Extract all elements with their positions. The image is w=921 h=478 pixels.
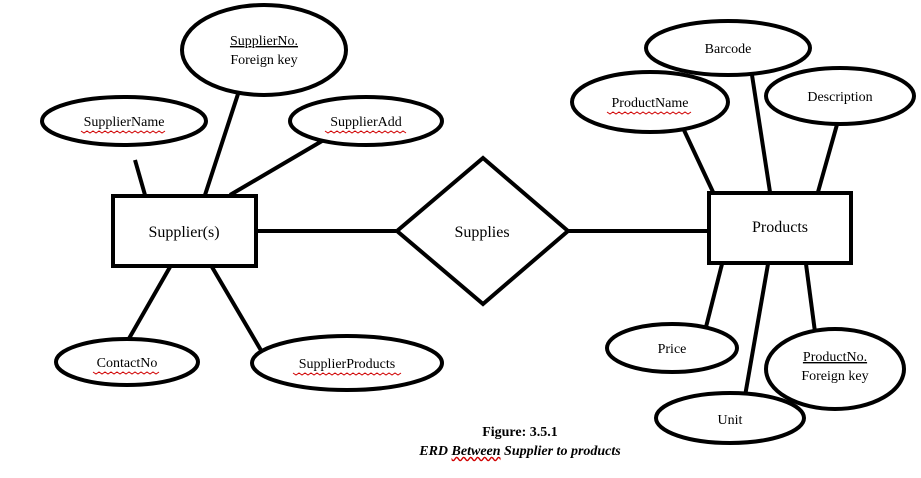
edge-products-barcode xyxy=(750,74,772,193)
edge-products-unit xyxy=(743,263,770,397)
edge-supplier-contactno xyxy=(125,266,172,343)
attr-product-name-label: ProductName xyxy=(612,96,689,111)
attr-supplier-products-label: SupplierProducts xyxy=(299,357,395,372)
attr-product-no-ellipse xyxy=(764,327,906,411)
entity-supplier-label: Supplier(s) xyxy=(148,224,219,241)
attr-barcode-ellipse xyxy=(644,19,812,77)
attr-supplier-name-label: SupplierName xyxy=(84,115,165,130)
attr-supplier-add-label: SupplierAdd xyxy=(330,115,402,130)
attr-unit-label: Unit xyxy=(718,413,743,428)
attr-supplier-no-ellipse xyxy=(180,3,348,97)
edge-products-price xyxy=(704,263,724,328)
attr-unit-ellipse xyxy=(654,391,806,445)
attr-product-name-ellipse xyxy=(570,70,730,134)
relationship-supplies-label: Supplies xyxy=(454,224,509,241)
attr-description-ellipse xyxy=(764,66,916,126)
attr-supplier-no: SupplierNo. Foreign key xyxy=(180,3,348,97)
attr-contact-no: ContactNo xyxy=(54,337,200,387)
attr-supplier-products: SupplierProducts xyxy=(250,334,444,392)
entity-products-box xyxy=(707,191,853,265)
attr-barcode-label: Barcode xyxy=(705,42,752,57)
edge-products-productno xyxy=(804,263,817,333)
figure-caption-title: Figure: 3.5.1 xyxy=(482,425,558,440)
attr-price-ellipse xyxy=(605,322,739,374)
relationship-supplies-diamond xyxy=(393,155,572,307)
attr-price: Price xyxy=(605,322,739,374)
entity-supplier: Supplier(s) xyxy=(111,194,258,268)
edge-supplier-suppliername xyxy=(133,159,147,196)
relationship-supplies: Supplies xyxy=(393,155,572,307)
attr-price-label: Price xyxy=(658,342,687,357)
edge-products-description xyxy=(816,120,840,193)
attr-supplier-add: SupplierAdd xyxy=(288,95,444,147)
edge-supplier-supplierno xyxy=(203,93,240,196)
attr-description-label: Description xyxy=(807,90,872,105)
entity-products-label: Products xyxy=(752,219,808,236)
figure-caption-subtitle: ERD Between Supplier to products xyxy=(330,444,710,460)
edge-supplier-supplierproducts xyxy=(210,265,264,354)
attr-supplier-name-ellipse xyxy=(40,95,208,147)
attr-supplier-name: SupplierName xyxy=(40,95,208,147)
attr-product-no-sublabel: Foreign key xyxy=(801,369,868,384)
entity-products: Products xyxy=(707,191,853,265)
attr-supplier-products-ellipse xyxy=(250,334,444,392)
edge-supplier-supplieradd xyxy=(228,139,324,197)
entity-supplier-box xyxy=(111,194,258,268)
caption-subtitle-end: Supplier to products xyxy=(500,444,621,459)
attr-supplier-no-sublabel: Foreign key xyxy=(230,53,297,68)
attr-contact-no-label: ContactNo xyxy=(97,356,158,371)
attr-product-no-label: ProductNo. xyxy=(803,350,867,365)
caption-subtitle-start: ERD xyxy=(419,444,452,459)
attr-product-no: ProductNo. Foreign key xyxy=(764,327,906,411)
attr-supplier-no-label: SupplierNo. xyxy=(230,34,298,49)
attr-description: Description xyxy=(764,66,916,126)
attr-barcode: Barcode xyxy=(644,19,812,77)
attr-unit: Unit xyxy=(654,391,806,445)
attr-product-name: ProductName xyxy=(570,70,730,134)
attr-contact-no-ellipse xyxy=(54,337,200,387)
edge-products-productname xyxy=(681,127,715,193)
caption-subtitle-underlined: Between xyxy=(451,444,501,459)
